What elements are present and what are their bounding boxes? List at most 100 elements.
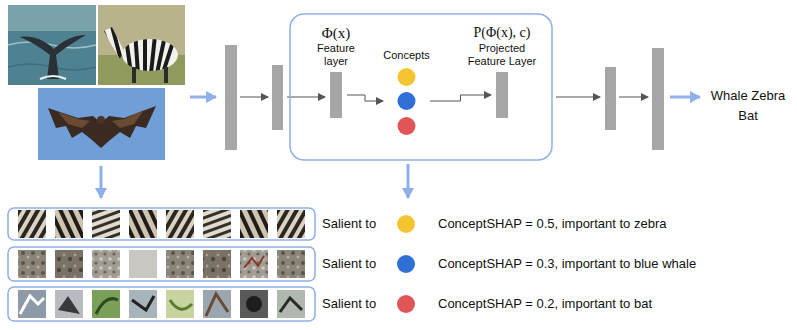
illustration-part: [8, 42, 96, 48]
layer-bar: [605, 67, 616, 130]
illustration-part: [92, 250, 120, 278]
illustration-part: [18, 210, 46, 238]
illustration-part: [55, 250, 83, 278]
concept-dots: [388, 64, 425, 138]
patch-row: [8, 287, 315, 321]
illustration-part: [92, 290, 120, 318]
illustration-part: [98, 5, 185, 85]
illustration-part: [280, 298, 302, 312]
illustration-part: [143, 5, 147, 85]
illustration-part: [131, 5, 141, 85]
zebra-patches: [18, 210, 305, 238]
illustration-part: [48, 106, 156, 148]
layer-arrow: [240, 97, 268, 98]
layer-arrow: [619, 97, 648, 98]
layer-bar: [225, 45, 237, 150]
illustration-part: [20, 296, 44, 314]
flow-arrow: [407, 164, 410, 198]
flow-arrow: [670, 96, 700, 99]
illustration-part: [246, 296, 262, 312]
whale-patches: [18, 250, 305, 278]
whale-photo: [8, 5, 96, 85]
bat-photo: [38, 88, 165, 160]
concept-group: Concepts: [388, 64, 425, 138]
concept-dot: [397, 255, 415, 273]
concept-dot: [398, 92, 416, 110]
illustration-part: [129, 290, 157, 318]
illustration-part: [38, 88, 165, 160]
illustration-part: [206, 294, 228, 316]
layer-arrow: [556, 97, 600, 98]
concept-dot: [397, 215, 415, 233]
illustration-part: [92, 210, 120, 238]
layer-arrow: [287, 97, 325, 98]
node-heading: Concepts: [372, 49, 442, 62]
concept-dot: [397, 295, 415, 313]
row-label: Salient to: [322, 296, 376, 312]
connector-arrow: [347, 95, 383, 101]
flow-arrow: [100, 166, 103, 198]
illustration-part: [203, 210, 231, 238]
illustration-part: [129, 250, 157, 278]
node-label: Projected Feature Layer: [460, 42, 544, 68]
illustration-part: [277, 250, 305, 278]
bat-patches: [18, 290, 305, 318]
illustration-part: [58, 296, 80, 314]
illustration-part: [166, 290, 194, 318]
row-label: ConceptSHAP = 0.2, important to bat: [438, 296, 652, 312]
patch-row: [8, 208, 315, 240]
illustration-part: [148, 5, 160, 85]
illustration-part: [132, 296, 154, 310]
illustration-part: [40, 76, 66, 79]
illustration-part: [96, 299, 118, 314]
illustration-part: [240, 210, 268, 238]
illustration-part: [58, 112, 90, 128]
illustration-part: [20, 35, 86, 55]
node-heading: P(Φ(x), c)Projected Feature Layer: [460, 25, 544, 68]
illustration-part: [170, 300, 192, 309]
math-label: P(Φ(x), c): [460, 25, 544, 42]
layer-bar: P(Φ(x), c)Projected Feature Layer: [496, 72, 508, 118]
concept-dot: [398, 68, 416, 86]
illustration-part: [244, 256, 264, 268]
illustration-part: [203, 290, 231, 318]
illustration-part: [92, 5, 186, 85]
illustration-part: [8, 5, 96, 85]
layer-bar: [272, 65, 283, 130]
connector-arrow: [430, 95, 491, 101]
row-label: Salient to: [322, 256, 376, 272]
patch-row: [8, 247, 315, 281]
row-label: ConceptSHAP = 0.3, important to blue wha…: [438, 256, 696, 272]
illustration-part: [98, 5, 185, 85]
row-label: Salient to: [322, 216, 376, 232]
concept-dot: [398, 117, 416, 135]
illustration-part: [158, 6, 187, 83]
illustration-part: [18, 250, 46, 278]
illustration-part: [18, 290, 46, 318]
illustration-part: [277, 290, 305, 318]
zebra-photo: [92, 5, 186, 85]
illustration-part: [55, 290, 83, 318]
illustration-part: [97, 116, 105, 124]
illustration-part: [166, 250, 194, 278]
layer-bar: Φ(x)Feature layer: [330, 72, 342, 118]
illustration-part: [105, 6, 130, 84]
output-classes: Whale Zebra Bat: [706, 86, 790, 126]
illustration-part: [129, 210, 157, 238]
illustration-part: [55, 210, 83, 238]
row-label: ConceptSHAP = 0.5, important to zebra: [438, 216, 666, 232]
node-label: Concepts: [372, 49, 442, 62]
illustration-part: [92, 5, 186, 85]
illustration-part: [240, 290, 268, 318]
node-heading: Φ(x)Feature layer: [304, 24, 368, 68]
illustration-part: [112, 110, 144, 128]
illustration-part: [240, 250, 268, 278]
flow-arrow: [190, 96, 216, 99]
illustration-part: [8, 5, 96, 31]
layer-bar: [652, 48, 664, 150]
illustration-part: [166, 210, 194, 238]
module-outline: [290, 14, 552, 160]
illustration-part: [277, 210, 305, 238]
illustration-part: [132, 67, 136, 83]
